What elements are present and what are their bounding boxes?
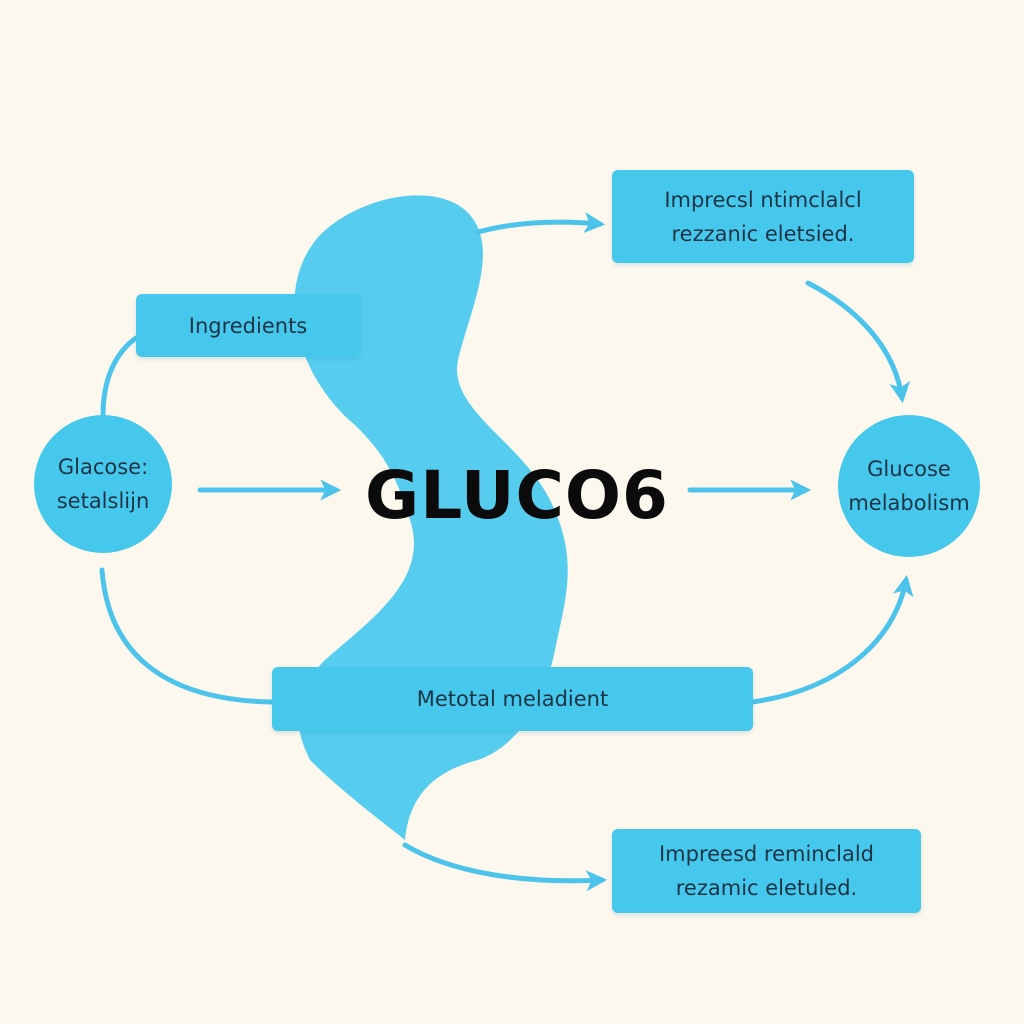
ingredients-box: Ingredients <box>136 294 360 357</box>
diagram-title: GLUCO6 <box>365 456 669 534</box>
arrow-to-bottom-box <box>402 842 608 892</box>
connector-ingredients-to-glacose <box>100 335 139 418</box>
glacose-line-2: setalslijn <box>56 489 150 513</box>
glucose-metabolism-line-1: Glucose <box>867 457 951 481</box>
arrow-to-top-box <box>475 212 606 235</box>
glacose-node: Glacose: setalslijn <box>34 415 172 553</box>
bottom-description-box: Impreesd reminclald rezamic eletuled. <box>612 829 921 913</box>
middle-box: Metotal meladient <box>272 667 753 731</box>
top-description-box: Imprecsl ntimclalcl rezzanic eletsied. <box>612 170 914 263</box>
middle-box-label: Metotal meladient <box>416 687 609 711</box>
top-box-line-2: rezzanic eletsied. <box>671 221 855 246</box>
arrow-top-box-to-metabolism <box>805 280 911 404</box>
glucose-metabolism-node: Glucose melabolism <box>838 415 980 557</box>
bottom-box-line-1: Impreesd reminclald <box>658 842 875 866</box>
glacose-line-1: Glacose: <box>57 455 149 479</box>
bottom-box-line-2: rezamic eletuled. <box>675 876 858 900</box>
ingredients-label: Ingredients <box>188 313 308 338</box>
connector-glacose-to-middle-box <box>99 567 275 705</box>
glucose-metabolism-line-2: melabolism <box>848 491 970 515</box>
arrow-middle-box-to-metabolism <box>749 574 914 705</box>
top-box-line-1: Imprecsl ntimclalcl <box>664 187 862 212</box>
